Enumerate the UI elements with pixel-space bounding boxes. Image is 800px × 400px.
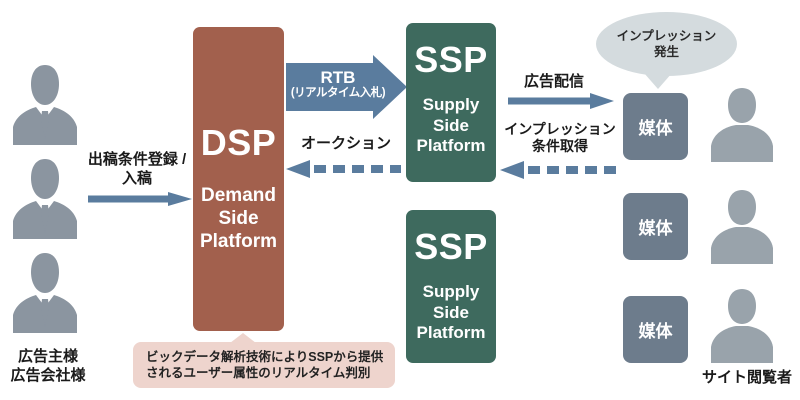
ssp-acronym: SSP: [414, 226, 488, 267]
site-viewers-label: サイト閲覧者: [701, 369, 792, 386]
ssp-box-2: SSP Supply Side Platform: [406, 210, 496, 363]
advertisers-label-line2: 広告会社様: [10, 366, 86, 384]
businessman-icon: [11, 63, 79, 150]
rtb-flow-label: RTB (リアルタイム入札): [290, 68, 386, 99]
ad-delivery-arrow-icon: [508, 93, 614, 109]
advertisers-label-line1: 広告主様: [17, 348, 78, 365]
ssp-name: Supply Side Platform: [416, 95, 486, 156]
submit-flow-label: 出稿条件登録 / 入稿: [87, 151, 187, 187]
dsp-name: Demand Side Platform: [199, 185, 278, 253]
viewer-person-icon: [707, 86, 777, 167]
dsp-acronym: DSP: [200, 122, 277, 163]
ssp-name: Supply Side Platform: [416, 282, 486, 343]
advertisers-label: 広告主様 広告会社様: [0, 348, 96, 386]
impression-terms-arrow-icon: [500, 161, 620, 179]
auction-flow-label: オークション: [300, 135, 391, 152]
viewer-person-icon: [707, 188, 777, 269]
impression-terms-flow-label: インプレッション 条件取得: [504, 121, 616, 154]
submit-arrow-icon: [88, 192, 192, 206]
viewer-person-icon: [707, 287, 777, 368]
media-box-3: 媒体: [623, 296, 688, 363]
bigdata-note: ビックデータ解析技術によりSSPから提供 されるユーザー属性のリアルタイム判別: [133, 342, 395, 388]
media-box-2: 媒体: [623, 193, 688, 260]
impression-speech-bubble: インプレッション 発生: [596, 12, 737, 76]
rtb-arrow-icon: [286, 55, 407, 119]
auction-arrow-icon: [286, 160, 401, 178]
ad-delivery-flow-label: 広告配信: [523, 73, 584, 90]
businessman-icon: [11, 157, 79, 244]
media-box-1: 媒体: [623, 93, 688, 160]
speech-bubble-tail-icon: [644, 73, 672, 89]
note-pointer-icon: [230, 333, 256, 343]
dsp-box: DSP Demand Side Platform: [193, 27, 284, 331]
ssp-acronym: SSP: [414, 39, 488, 80]
businessman-icon: [11, 251, 79, 338]
ssp-box-1: SSP Supply Side Platform: [406, 23, 496, 182]
